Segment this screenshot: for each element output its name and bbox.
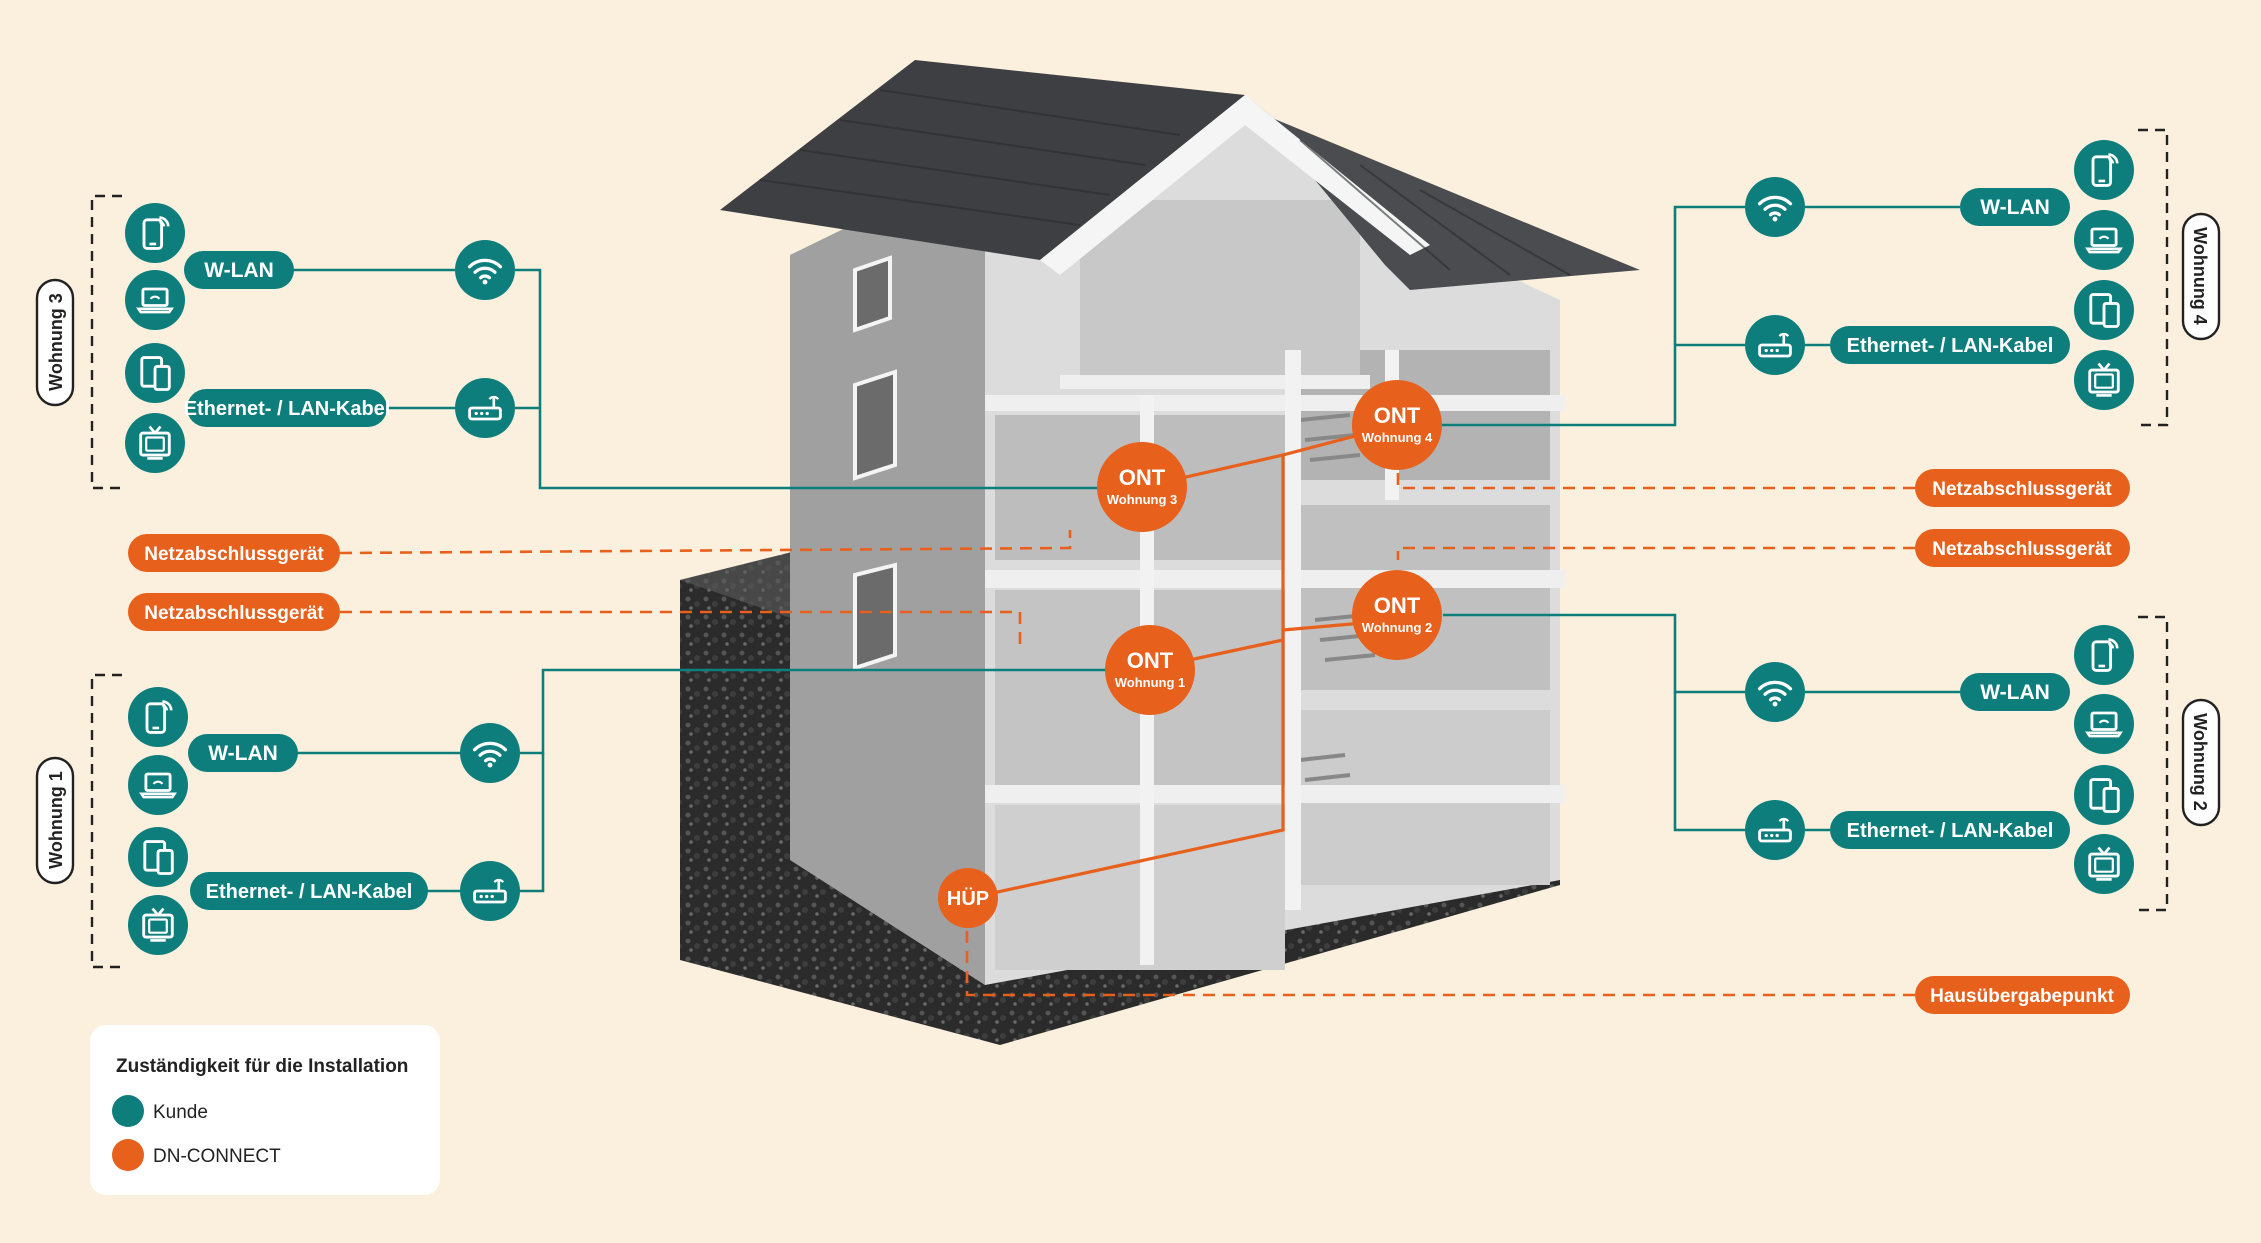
ont-label: ONT xyxy=(1374,593,1421,618)
hup-node: HÜP xyxy=(938,868,998,928)
wifi-icon xyxy=(1745,662,1805,722)
nt-callout: Netzabschlussgerät xyxy=(1932,539,2112,560)
hup-label: HÜP xyxy=(947,887,989,910)
roof-left xyxy=(720,60,1245,260)
wlan-label: W-LAN xyxy=(208,742,278,765)
devices-icon xyxy=(2074,765,2134,825)
ont-unit: Wohnung 1 xyxy=(1115,675,1186,690)
connector-lines xyxy=(290,205,1960,997)
ont-label: ONT xyxy=(1374,403,1421,428)
legend: Zuständigkeit für die Installation Kunde… xyxy=(90,1025,440,1195)
ont-node-w4: ONT Wohnung 4 xyxy=(1352,380,1442,470)
legend-provider: DN-CONNECT xyxy=(153,1146,281,1167)
tv-icon xyxy=(2074,834,2134,894)
unit-label-w4-text: Wohnung 4 xyxy=(2190,227,2210,325)
tv-icon xyxy=(128,895,188,955)
ont-unit: Wohnung 3 xyxy=(1107,492,1178,507)
devices-icon xyxy=(125,343,185,403)
smartphone-wifi-icon xyxy=(125,203,185,263)
wlan-label: W-LAN xyxy=(204,259,274,282)
wifi-icon xyxy=(460,723,520,783)
wifi-icon xyxy=(455,240,515,300)
router-icon xyxy=(1745,315,1805,375)
nt-callout: Netzabschlussgerät xyxy=(144,603,324,624)
ont-node-w2: ONT Wohnung 2 xyxy=(1352,570,1442,660)
unit-label-w1: Wohnung 1 xyxy=(35,756,75,885)
ont-unit: Wohnung 4 xyxy=(1362,430,1433,445)
roof-right xyxy=(1245,95,1640,290)
unit-label-w4: Wohnung 4 xyxy=(2181,212,2221,341)
ont-node-w3: ONT Wohnung 3 xyxy=(1097,442,1187,532)
tv-icon xyxy=(125,413,185,473)
ethernet-label: Ethernet- / LAN-Kabel xyxy=(184,398,391,420)
wlan-label: W-LAN xyxy=(1980,196,2050,219)
legend-customer: Kunde xyxy=(153,1102,208,1123)
smartphone-wifi-icon xyxy=(128,687,188,747)
router-icon xyxy=(1745,800,1805,860)
house-illustration xyxy=(680,60,1640,1045)
devices-icon xyxy=(2074,280,2134,340)
legend-swatch-provider xyxy=(112,1139,144,1171)
connection-labels: W-LAN Ethernet- / LAN-Kabel W-LAN Ethern… xyxy=(184,188,2070,910)
network-nodes xyxy=(455,177,1805,921)
unit-label-w3: Wohnung 3 xyxy=(35,278,75,407)
nt-callout: Netzabschlussgerät xyxy=(1932,479,2112,500)
laptop-icon xyxy=(125,270,185,330)
ethernet-label: Ethernet- / LAN-Kabel xyxy=(1847,820,2054,842)
unit-brackets xyxy=(90,128,2169,969)
ont-label: ONT xyxy=(1127,648,1174,673)
unit-label-w1-text: Wohnung 1 xyxy=(46,771,66,869)
wlan-label: W-LAN xyxy=(1980,681,2050,704)
ethernet-label: Ethernet- / LAN-Kabel xyxy=(1847,335,2054,357)
legend-title: Zuständigkeit für die Installation xyxy=(116,1056,408,1077)
unit-label-w2-text: Wohnung 2 xyxy=(2190,713,2210,811)
nt-callout: Netzabschlussgerät xyxy=(144,544,324,565)
provider-callouts: Netzabschlussgerät Netzabschlussgerät Ne… xyxy=(128,469,2130,1014)
legend-swatch-customer xyxy=(112,1095,144,1127)
smartphone-wifi-icon xyxy=(2074,625,2134,685)
ont-unit: Wohnung 2 xyxy=(1362,620,1433,635)
wifi-icon xyxy=(1745,177,1805,237)
unit-label-w2: Wohnung 2 xyxy=(2181,698,2221,827)
laptop-icon xyxy=(128,755,188,815)
ont-label: ONT xyxy=(1119,465,1166,490)
devices-icon xyxy=(128,827,188,887)
router-icon xyxy=(455,378,515,438)
unit-label-w3-text: Wohnung 3 xyxy=(46,293,66,391)
hup-callout: Hausübergabepunkt xyxy=(1930,986,2114,1007)
ont-node-w1: ONT Wohnung 1 xyxy=(1105,625,1195,715)
ont-nodes: ONT Wohnung 3 ONT Wohnung 4 ONT Wohnung … xyxy=(938,380,1442,928)
laptop-icon xyxy=(2074,694,2134,754)
router-icon xyxy=(460,861,520,921)
device-icons xyxy=(125,140,2134,955)
laptop-icon xyxy=(2074,210,2134,270)
tv-icon xyxy=(2074,350,2134,410)
smartphone-wifi-icon xyxy=(2074,140,2134,200)
ethernet-label: Ethernet- / LAN-Kabel xyxy=(206,881,413,903)
